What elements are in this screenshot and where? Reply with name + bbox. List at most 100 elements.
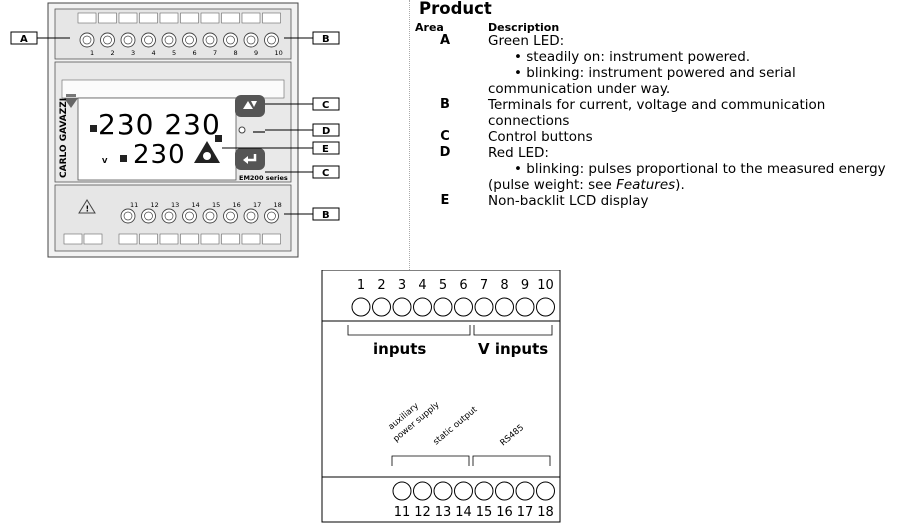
wiring-terminal — [454, 297, 473, 317]
terminal-number: 15 — [212, 201, 220, 209]
lcd-v-symbol: V — [102, 157, 108, 165]
wiring-terminal — [495, 481, 514, 501]
lcd-top-digits: 230 230 — [98, 108, 221, 141]
wiring-terminal-number: 4 — [418, 278, 426, 293]
wiring-terminal-number: 3 — [398, 278, 406, 293]
terminal-screw — [264, 208, 279, 224]
terminal-screw — [141, 32, 156, 48]
wiring-terminal-number: 18 — [537, 505, 554, 520]
terminal-screw — [120, 208, 136, 224]
wiring-terminal — [454, 481, 473, 501]
area-code: A — [439, 33, 451, 48]
wiring-terminal — [515, 297, 535, 317]
wiring-terminal-number: 8 — [500, 278, 508, 293]
wiring-terminal — [351, 297, 371, 317]
terminal-number: 13 — [171, 201, 179, 209]
callout-b-top: B — [322, 34, 330, 45]
terminal-screw — [243, 32, 259, 48]
terminal-screw — [100, 32, 115, 48]
terminal-number: 17 — [253, 201, 261, 209]
green-led — [64, 98, 78, 108]
wiring-terminal-number: 17 — [517, 505, 534, 520]
callout-c-top: C — [322, 100, 329, 111]
red-led — [238, 126, 246, 134]
callout-c-bottom: C — [322, 168, 329, 179]
wiring-terminal — [392, 481, 412, 501]
wiring-terminal-number: 7 — [480, 278, 488, 293]
svg-text:!: ! — [86, 205, 90, 214]
wiring-terminal-number: 14 — [455, 505, 472, 520]
terminal-screw — [202, 32, 218, 48]
terminal-number: 7 — [213, 49, 217, 57]
area-description: communication under way. — [488, 81, 671, 97]
product-title: Product — [419, 0, 492, 18]
area-description: Non-backlit LCD display — [488, 193, 649, 209]
label-inputs: inputs — [373, 340, 426, 358]
series-label: EM200 series — [239, 174, 288, 182]
wiring-terminal — [495, 297, 514, 317]
area-code: E — [440, 193, 450, 208]
terminal-screw — [264, 32, 279, 48]
area-description: Terminals for current, voltage and commu… — [488, 97, 826, 113]
callout-d: D — [322, 126, 330, 137]
label-v-inputs: V inputs — [478, 340, 548, 358]
terminal-number: 11 — [130, 201, 138, 209]
wiring-terminal-number: 1 — [357, 278, 365, 293]
terminal-number: 12 — [151, 201, 159, 209]
terminal-number: 8 — [234, 49, 238, 57]
wiring-terminal — [372, 297, 391, 317]
wiring-terminal — [474, 481, 494, 501]
terminal-screw — [223, 32, 238, 48]
wiring-terminal — [515, 481, 535, 501]
callout-a: A — [20, 34, 28, 45]
terminal-screw — [79, 32, 95, 48]
terminal-number: 18 — [274, 201, 282, 209]
area-description: • blinking: instrument powered and seria… — [514, 65, 796, 81]
terminal-screw — [120, 32, 136, 48]
terminal-number: 6 — [193, 49, 197, 57]
terminal-screw — [161, 208, 177, 224]
wiring-terminal — [392, 297, 412, 317]
terminal-number: 4 — [152, 49, 156, 57]
terminal-screw — [202, 208, 218, 224]
terminal-screw — [161, 32, 177, 48]
area-code: C — [440, 129, 450, 144]
terminal-screw — [223, 208, 238, 224]
terminal-number: 1 — [90, 49, 94, 57]
wiring-terminal-number: 15 — [476, 505, 493, 520]
area-description: • blinking: pulses proportional to the m… — [514, 161, 886, 177]
area-description: (pulse weight: see Features). — [488, 177, 685, 193]
wiring-terminal — [474, 297, 494, 317]
terminal-number: 14 — [192, 201, 200, 209]
terminal-screw — [182, 32, 197, 48]
hazard-icon — [78, 199, 96, 214]
callout-b-bottom: B — [322, 210, 330, 221]
wiring-terminal-number: 5 — [439, 278, 447, 293]
wiring-terminal — [433, 481, 453, 501]
wiring-terminal-number: 11 — [394, 505, 411, 520]
terminal-screw — [182, 208, 197, 224]
terminal-number: 9 — [254, 49, 258, 57]
area-description: • steadily on: instrument powered. — [514, 49, 751, 65]
wiring-terminal — [413, 481, 432, 501]
terminal-number: 16 — [233, 201, 241, 209]
wiring-terminal-number: 12 — [414, 505, 431, 520]
callout-e: E — [322, 144, 329, 155]
terminal-number: 10 — [275, 49, 283, 57]
wiring-terminal-number: 13 — [435, 505, 452, 520]
area-code: D — [439, 145, 451, 160]
wiring-terminal — [413, 297, 432, 317]
brand-label: CARLO GAVAZZI — [59, 98, 69, 178]
terminal-number: 2 — [111, 49, 115, 57]
area-description: Control buttons — [488, 129, 593, 145]
col-area-header: Area — [415, 21, 444, 34]
wiring-terminal-number: 6 — [459, 278, 467, 293]
wiring-terminal — [536, 297, 555, 317]
terminal-screw — [141, 208, 156, 224]
lcd-bottom-digits: 230 — [133, 140, 186, 170]
area-code: B — [440, 97, 450, 112]
area-description: Green LED: — [488, 33, 565, 49]
